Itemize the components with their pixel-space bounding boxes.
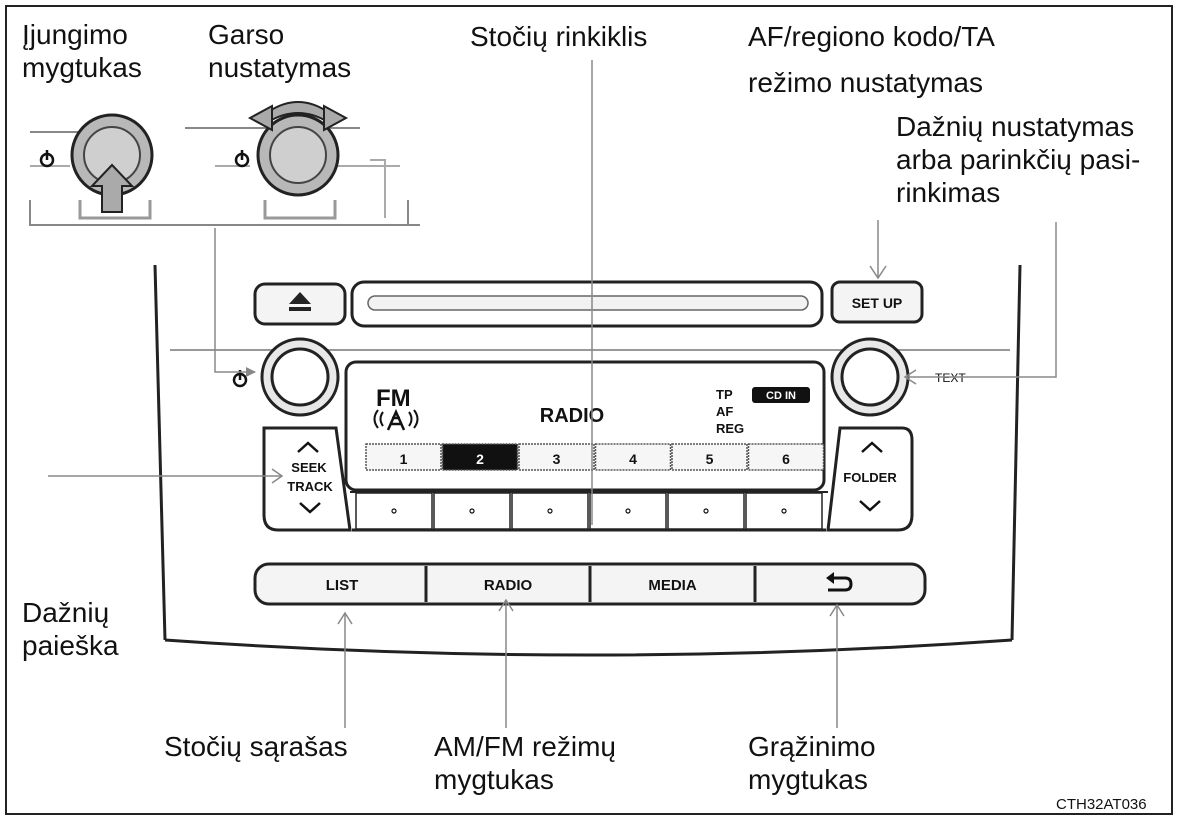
setup-button[interactable] [830, 280, 924, 324]
radio-head-unit: SET UP TEXT FM RADIO TP AF REG [153, 264, 1022, 657]
leader-lines [48, 60, 1057, 728]
tune-select-knob[interactable] [830, 337, 910, 417]
callout-freq-setting: Dažnių nustatymas arba parinkčių pasi- r… [896, 111, 1141, 208]
chevron-down-icon [299, 502, 321, 514]
callout-af-setting-line1: AF/regiono kodo/TA [748, 21, 995, 52]
preset-button-dot [703, 508, 709, 514]
preset-button-dot [547, 508, 553, 514]
preset-display-row: 1 2 3 4 5 6 [365, 443, 825, 471]
preset-display-number: 5 [706, 451, 714, 467]
callout-station-list: Stočių sąrašas [164, 731, 348, 762]
chevron-up-icon [297, 441, 319, 453]
rotate-arrow-icon [247, 101, 349, 132]
callout-amfm-mode: AM/FM režimų mygtukas [434, 731, 616, 795]
seek-label: SEEK [291, 460, 327, 475]
power-volume-knob[interactable] [260, 337, 340, 417]
callout-freq-search: Dažnių paieška [22, 597, 119, 661]
display-tp: TP [716, 387, 733, 402]
display-mode: RADIO [540, 405, 604, 427]
preset-button-row [355, 492, 823, 530]
preset-button[interactable] [355, 492, 433, 530]
chevron-up-icon-folder [861, 441, 883, 453]
preset-display-number: 1 [400, 451, 408, 467]
preset-button[interactable] [745, 492, 823, 530]
leader-power [214, 228, 255, 373]
callout-volume: Garso nustatymas [208, 19, 352, 83]
preset-display-cell [365, 443, 442, 471]
setup-button-label: SET UP [852, 295, 903, 311]
cd-in-indicator [752, 387, 810, 403]
figure-code: CTH32AT036 [1056, 796, 1147, 813]
preset-display-cell [441, 443, 519, 471]
cd-in-label: CD IN [766, 390, 796, 402]
preset-display-cell [518, 443, 595, 471]
inset-power-knob [70, 113, 154, 197]
preset-button-dot [625, 508, 631, 514]
display-af: AF [716, 404, 733, 419]
track-label: TRACK [287, 479, 333, 494]
folder-label: FOLDER [843, 470, 897, 485]
leader-freq-setting [905, 222, 1057, 378]
preset-button[interactable] [433, 492, 511, 530]
callout-station-selector: Stočių rinkiklis [470, 21, 648, 52]
folder-rocker[interactable] [826, 426, 914, 532]
preset-display-number: 3 [553, 451, 561, 467]
callout-return-button: Grąžinimo mygtukas [748, 731, 876, 795]
bottom-button-label: RADIO [484, 577, 533, 594]
preset-display-number: 2 [476, 451, 484, 467]
preset-button[interactable] [667, 492, 745, 530]
display-band: FM [376, 385, 411, 412]
preset-display-number: 6 [782, 451, 790, 467]
return-button[interactable] [757, 566, 922, 602]
seek-track-rocker[interactable] [262, 426, 352, 532]
inset-volume-knob [256, 113, 340, 197]
eject-icon [289, 292, 311, 311]
power-icon-small [234, 150, 250, 168]
inset-knobs [29, 101, 420, 226]
preset-button-dot [781, 508, 787, 514]
bottom-button-label: LIST [326, 577, 359, 594]
figure-frame [5, 5, 1173, 815]
bottom-button-label: MEDIA [648, 577, 697, 594]
signal-tower-icon [373, 408, 419, 431]
preset-display-number: 4 [629, 451, 637, 467]
preset-button[interactable] [511, 492, 589, 530]
display-reg: REG [716, 421, 744, 436]
bottom-button-group: LIST RADIO MEDIA [326, 566, 757, 602]
preset-display-cell [747, 443, 825, 471]
preset-display-cell [594, 443, 672, 471]
power-icon [39, 150, 55, 168]
callout-power-button: Įjungimo mygtukas [22, 19, 142, 83]
preset-button-dot [469, 508, 475, 514]
chevron-down-icon-folder [859, 500, 881, 512]
return-arrow-icon [828, 576, 853, 592]
preset-display-cell [671, 443, 748, 471]
text-label: TEXT [935, 371, 966, 385]
callout-af-setting-line2: režimo nustatymas [748, 67, 983, 98]
press-arrow-icon [89, 163, 135, 213]
preset-button[interactable] [589, 492, 667, 530]
preset-button-dot [391, 508, 397, 514]
